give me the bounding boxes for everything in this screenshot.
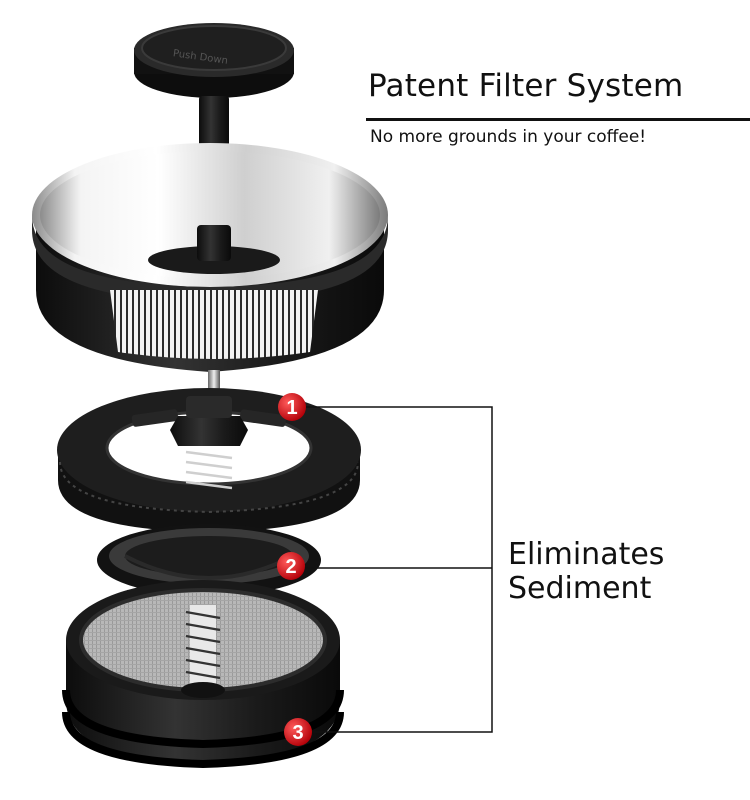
- marker-3: 3: [284, 718, 312, 746]
- push-knob: Push Down: [134, 23, 294, 98]
- callout-line-1: Eliminates: [508, 537, 665, 572]
- mesh-filter-window: [110, 290, 318, 359]
- callout-label: Eliminates Sediment: [508, 538, 664, 606]
- page-subtitle: No more grounds in your coffee!: [370, 127, 647, 147]
- marker-3-label: 3: [292, 722, 303, 744]
- marker-2: 2: [277, 552, 305, 580]
- filter-cup-3: [62, 580, 344, 769]
- page-title: Patent Filter System: [368, 68, 684, 104]
- filter-ring-1: [57, 388, 361, 532]
- plunger-lid: [32, 143, 388, 372]
- callout-bracket: [298, 406, 493, 733]
- marker-1: 1: [278, 393, 306, 421]
- seal-ring-2: [97, 524, 321, 596]
- top-filter-assembly: Push Down: [32, 23, 388, 396]
- callout-line-2: Sediment: [508, 571, 652, 606]
- title-underline: [366, 118, 750, 121]
- marker-2-label: 2: [285, 556, 296, 578]
- knob-stem: [199, 96, 229, 146]
- marker-1-label: 1: [286, 397, 297, 419]
